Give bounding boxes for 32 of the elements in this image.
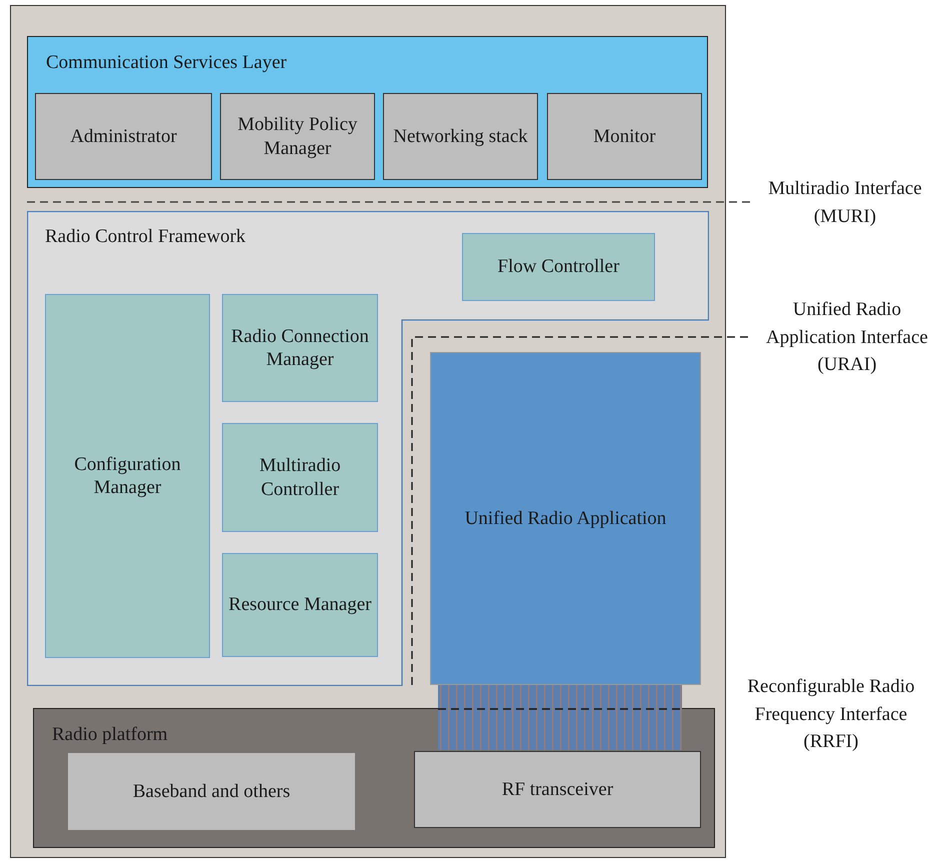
component-box	[462, 233, 655, 301]
interface-label: Multiradio Interface (MURI)	[767, 177, 923, 229]
application-block	[430, 352, 701, 685]
interface-bus	[438, 685, 682, 750]
component-box	[222, 294, 378, 402]
component-box	[220, 93, 375, 180]
box-label: Radio Connection Manager	[230, 324, 370, 372]
box-label: Configuration Manager	[73, 452, 182, 500]
interface-label: Unified Radio Application Interface (URAI)	[765, 298, 929, 378]
box-label: Multiradio Controller	[258, 454, 342, 501]
box-label: Baseband and others	[132, 780, 290, 804]
box-label: Flow Controller	[498, 255, 620, 279]
component-box	[35, 93, 212, 180]
box-label: Monitor	[593, 124, 656, 148]
interface-label: Reconfigurable Radio Frequency Interface (RRFI)	[746, 675, 916, 754]
component-box	[45, 294, 210, 658]
box-label: Resource Manager	[228, 593, 372, 617]
component-box	[383, 93, 538, 180]
box-label: Networking stack	[393, 124, 528, 148]
panel-heading: Radio platform	[52, 723, 168, 746]
box-label: Administrator	[70, 124, 177, 148]
box-label: Mobility Policy Manager	[236, 113, 358, 160]
component-box	[222, 423, 378, 532]
layer-panel	[27, 36, 708, 188]
box-label: RF transceiver	[502, 778, 614, 802]
box-label: Unified Radio Application	[464, 506, 666, 530]
component-box	[222, 553, 378, 657]
component-box	[547, 93, 702, 180]
component-box	[414, 751, 701, 828]
component-box	[68, 753, 355, 830]
panel-heading: Radio Control Framework	[45, 225, 246, 248]
panel-heading: Communication Services Layer	[46, 51, 287, 74]
